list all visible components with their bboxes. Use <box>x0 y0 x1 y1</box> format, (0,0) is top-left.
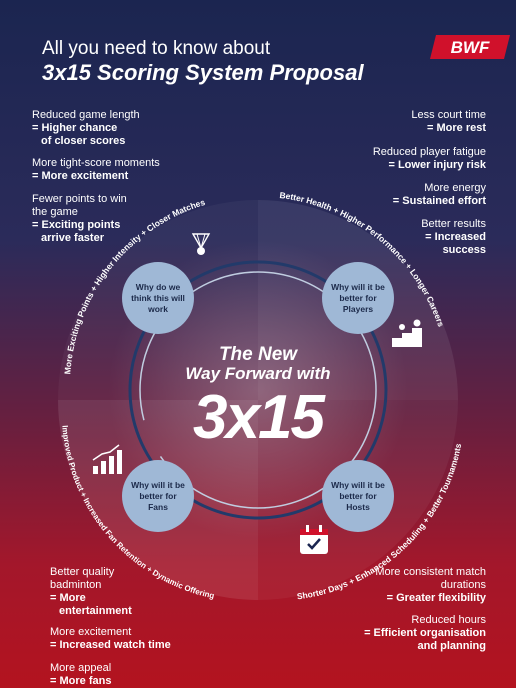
bubble-fans: Why will it be better for Fans <box>122 460 194 532</box>
right-bottom-item-2: Reduced hours = Efficient organisation a… <box>364 614 486 652</box>
core-line-2: Way Forward with <box>185 364 331 383</box>
bwf-logo: BWF <box>428 33 512 61</box>
left-bottom-item-3: More appeal = More fans <box>50 662 112 687</box>
left-top-item-1: Reduced game length = Higher chance of c… <box>32 109 140 147</box>
bubble-why-work: Why do we think this will work <box>122 262 194 334</box>
bubble-hosts: Why will it be better for Hosts <box>322 460 394 532</box>
core-line-1: The New <box>218 344 298 365</box>
podium-icon <box>392 319 422 347</box>
title-line-2: 3x15 Scoring System Proposal <box>42 60 364 85</box>
left-top-item-3: Fewer points to win the game = Exciting … <box>32 193 127 244</box>
bubble-players: Why will it be better for Players <box>322 262 394 334</box>
arrow-ring <box>139 271 377 509</box>
right-bottom-item-1: More consistent match durations = Greate… <box>375 566 486 604</box>
title-line-1: All you need to know about <box>42 38 271 59</box>
left-bottom-item-2: More excitement = Increased watch time <box>50 626 171 651</box>
shuttlecock-icon <box>191 233 211 255</box>
logo-text: BWF <box>451 38 490 57</box>
right-top-item-1: Less court time = More rest <box>411 109 486 134</box>
inner-ring <box>128 260 388 520</box>
left-bottom-item-1: Better quality badminton = More entertai… <box>50 566 132 617</box>
right-top-item-4: Better results = Increased success <box>421 218 486 256</box>
growth-chart-icon <box>92 444 122 474</box>
left-top-item-2: More tight-score moments = More exciteme… <box>32 157 160 182</box>
core-big-3x15: 3x15 <box>193 383 325 452</box>
calendar-check-icon <box>300 525 328 554</box>
right-top-item-2: Reduced player fatigue = Lower injury ri… <box>372 146 486 171</box>
right-top-item-3: More energy = Sustained effort <box>392 182 486 207</box>
